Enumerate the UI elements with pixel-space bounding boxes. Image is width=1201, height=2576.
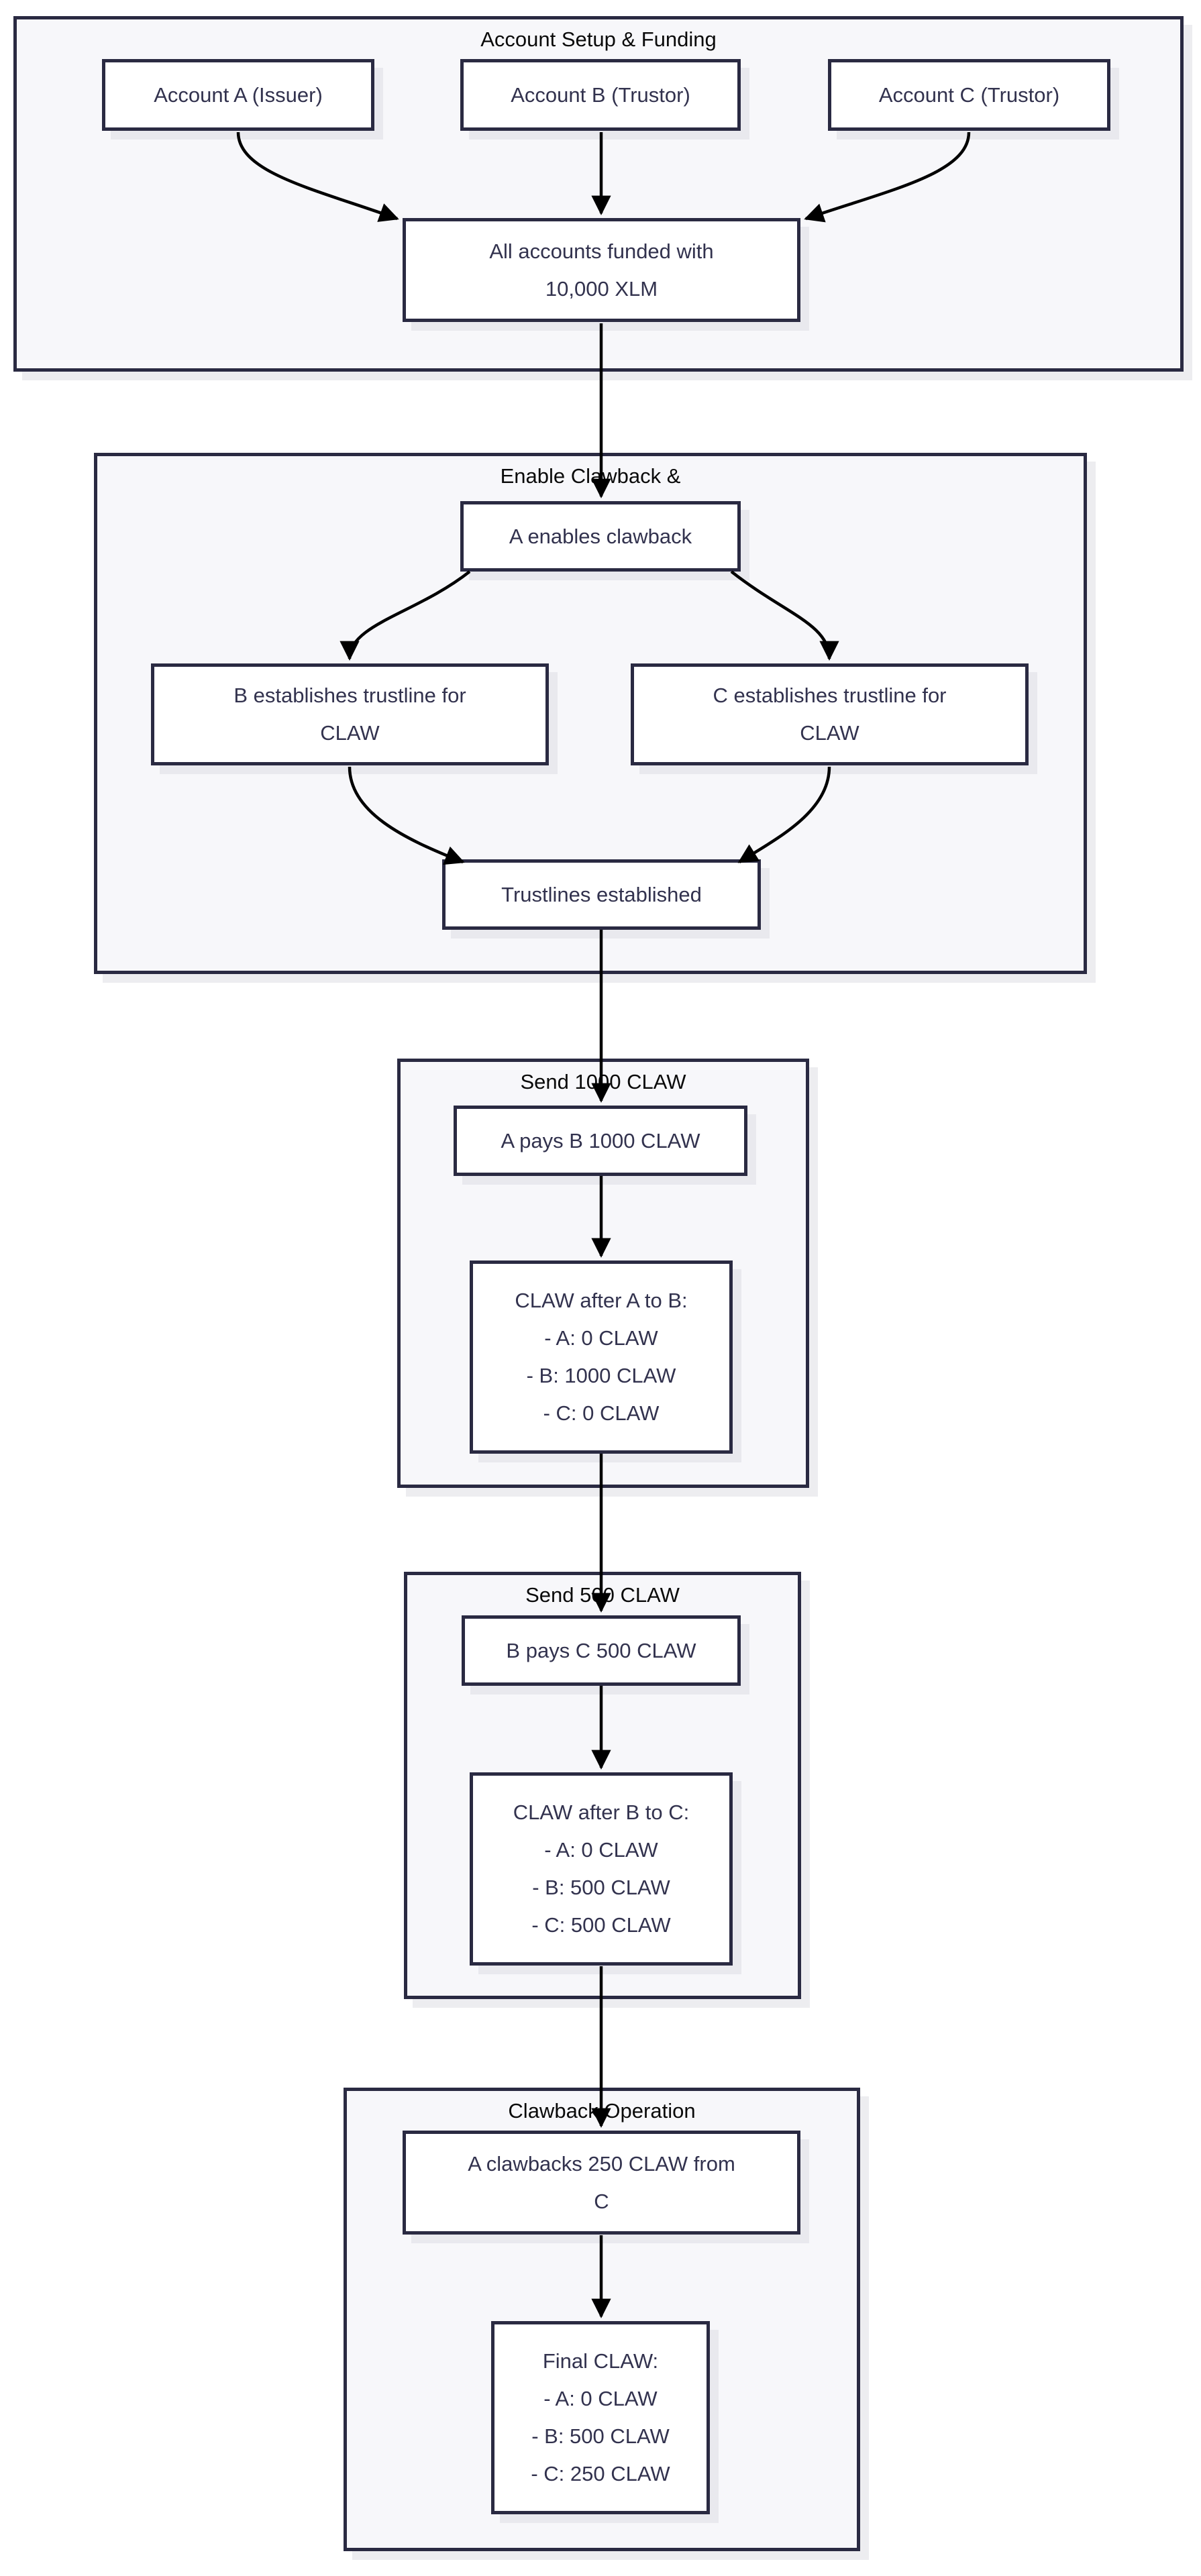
final-balances-title: Final CLAW: bbox=[542, 2349, 659, 2373]
balances-ab-title: CLAW after A to B: bbox=[515, 1289, 688, 1312]
section-title-enable-clawback: Enable Clawback & bbox=[500, 464, 681, 488]
node-account-a-label: Account A (Issuer) bbox=[154, 83, 323, 107]
node-accounts-funded: All accounts funded with 10,000 XLM bbox=[403, 218, 800, 322]
node-trustline-c: C establishes trustline for CLAW bbox=[631, 663, 1029, 765]
node-pay-a-to-b: A pays B 1000 CLAW bbox=[454, 1106, 747, 1176]
node-clawback-250-line1: A clawbacks 250 CLAW from bbox=[468, 2151, 735, 2176]
section-title-clawback-operation: Clawback Operation bbox=[508, 2099, 696, 2123]
final-balances-a: - A: 0 CLAW bbox=[543, 2387, 658, 2410]
balances-bc-a: - A: 0 CLAW bbox=[544, 1838, 658, 1862]
node-clawback-250-line2: C bbox=[594, 2189, 609, 2213]
node-trustline-b-line2: CLAW bbox=[320, 721, 380, 745]
section-title-send-1000-claw: Send 1000 CLAW bbox=[520, 1070, 686, 1093]
node-final-balances: Final CLAW: - A: 0 CLAW - B: 500 CLAW - … bbox=[491, 2321, 710, 2514]
node-pay-a-to-b-label: A pays B 1000 CLAW bbox=[501, 1128, 700, 1152]
node-trustline-c-line1: C establishes trustline for bbox=[713, 684, 947, 707]
section-title-send-500-claw: Send 500 CLAW bbox=[525, 1583, 680, 1607]
balances-ab-c: - C: 0 CLAW bbox=[543, 1401, 660, 1425]
node-accounts-funded-line1: All accounts funded with bbox=[489, 239, 714, 263]
node-account-c: Account C (Trustor) bbox=[828, 59, 1110, 131]
node-trustline-b-line1: B establishes trustline for bbox=[233, 684, 466, 707]
node-enable-clawback-label: A enables clawback bbox=[509, 524, 692, 548]
node-pay-b-to-c: B pays C 500 CLAW bbox=[462, 1615, 741, 1686]
node-clawback-250: A clawbacks 250 CLAW from C bbox=[403, 2131, 800, 2235]
balances-bc-c: - C: 500 CLAW bbox=[531, 1913, 671, 1937]
node-account-b-label: Account B (Trustor) bbox=[511, 83, 690, 107]
node-trustlines-established: Trustlines established bbox=[442, 859, 761, 930]
node-pay-b-to-c-label: B pays C 500 CLAW bbox=[506, 1638, 696, 1662]
node-account-b: Account B (Trustor) bbox=[460, 59, 741, 131]
final-balances-c: - C: 250 CLAW bbox=[531, 2462, 670, 2485]
node-trustlines-established-label: Trustlines established bbox=[501, 882, 702, 906]
node-trustline-c-line2: CLAW bbox=[800, 721, 859, 745]
balances-bc-b: - B: 500 CLAW bbox=[532, 1876, 670, 1899]
balances-bc-title: CLAW after B to C: bbox=[513, 1801, 690, 1824]
node-balances-after-a-to-b: CLAW after A to B: - A: 0 CLAW - B: 1000… bbox=[470, 1260, 733, 1454]
node-enable-clawback: A enables clawback bbox=[460, 501, 741, 572]
node-trustline-b: B establishes trustline for CLAW bbox=[151, 663, 549, 765]
node-balances-after-b-to-c: CLAW after B to C: - A: 0 CLAW - B: 500 … bbox=[470, 1772, 733, 1966]
final-balances-b: - B: 500 CLAW bbox=[531, 2424, 670, 2448]
balances-ab-b: - B: 1000 CLAW bbox=[526, 1364, 676, 1387]
node-account-c-label: Account C (Trustor) bbox=[878, 83, 1060, 107]
balances-ab-a: - A: 0 CLAW bbox=[544, 1326, 658, 1350]
node-accounts-funded-line2: 10,000 XLM bbox=[545, 276, 658, 301]
node-account-a: Account A (Issuer) bbox=[102, 59, 374, 131]
section-title-account-setup-funding: Account Setup & Funding bbox=[480, 28, 717, 51]
